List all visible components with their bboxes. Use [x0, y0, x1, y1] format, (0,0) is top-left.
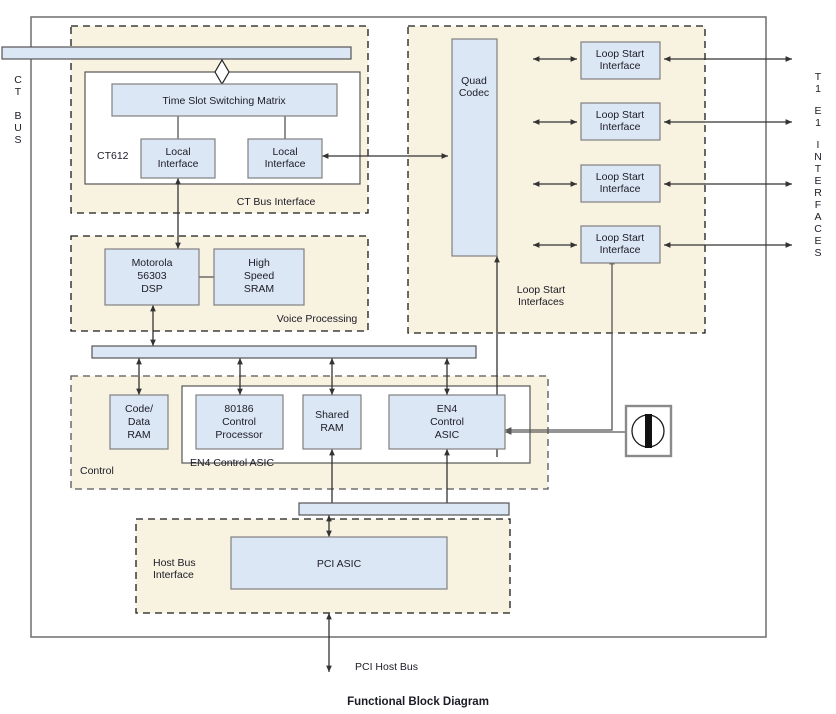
connector-jack-bar-icon [645, 414, 652, 448]
label-group-host-bus-interface-line2: Interface [153, 569, 194, 581]
label-dsp-line1: Motorola [132, 257, 173, 269]
t1e1-char-1: 1 [815, 83, 821, 95]
internal-bus-bar [91, 345, 477, 359]
t1e1-char-8: T [815, 163, 822, 175]
label-sram-line3: SRAM [244, 283, 274, 295]
label-group-voice-processing: Voice Processing [277, 313, 358, 325]
label-pci-host-bus: PCI Host Bus [355, 661, 418, 673]
label-control-processor-line2: Control [222, 416, 256, 428]
block-local-interface-right[interactable] [247, 138, 323, 179]
diagram-caption: Functional Block Diagram [347, 696, 489, 708]
label-loop-start-1-line1: Loop Start [596, 48, 645, 60]
label-loop-start-4-line1: Loop Start [596, 232, 645, 244]
t1e1-char-9: E [814, 175, 821, 187]
label-time-slot-switching-matrix: Time Slot Switching Matrix [162, 95, 286, 107]
label-local-interface-left-line1: Local [165, 146, 190, 158]
host-bus-bar [298, 502, 510, 516]
label-local-interface-right-line2: Interface [265, 158, 306, 170]
label-control-processor-line3: Processor [215, 429, 263, 441]
ct-bus-char-4: U [14, 122, 22, 134]
block-control-processor[interactable] [195, 394, 284, 450]
block-shared-ram[interactable] [302, 394, 362, 450]
label-sram-line2: Speed [244, 270, 275, 282]
block-loop-start-interface-3[interactable] [580, 164, 661, 203]
ct-bus-char-5: S [14, 134, 21, 146]
t1e1-char-0: T [815, 71, 822, 83]
ct-bus-char-3: B [14, 110, 21, 122]
label-sram-line1: High [248, 257, 270, 269]
line-loop-start-to-en4-asic [505, 258, 615, 433]
block-local-interface-left[interactable] [140, 138, 216, 179]
label-t1-e1-interfaces-vertical: T 1 E 1 I N T E R F A C E S [814, 71, 822, 259]
label-quad-codec-line1: Quad [461, 75, 487, 87]
board-outline [30, 16, 767, 638]
t1e1-char-11: F [815, 199, 821, 211]
t1e1-char-13: C [814, 223, 822, 235]
label-shared-ram-line2: RAM [320, 422, 343, 434]
t1e1-char-12: A [814, 211, 821, 223]
block-loop-start-interface-1[interactable] [580, 41, 661, 80]
block-quad-codec[interactable] [451, 38, 498, 257]
label-loop-start-2-line2: Interface [600, 121, 641, 133]
block-pci-asic[interactable] [230, 536, 448, 590]
block-code-data-ram[interactable] [109, 394, 169, 450]
label-loop-start-3-line2: Interface [600, 183, 641, 195]
block-time-slot-switching-matrix[interactable] [111, 83, 338, 117]
block-motorola-dsp[interactable] [104, 248, 200, 306]
label-quad-codec-line2: Codec [459, 87, 489, 99]
label-ct-bus-vertical: C T B U S [14, 74, 22, 146]
ct-bus-char-0: C [14, 74, 22, 86]
ct-bus-bar [1, 46, 352, 60]
label-control-processor-line1: 80186 [224, 403, 253, 415]
label-loop-start-4-line2: Interface [600, 244, 641, 256]
label-en4-asic-line3: ASIC [435, 429, 460, 441]
label-local-interface-right-line1: Local [272, 146, 297, 158]
t1e1-char-14: E [814, 235, 821, 247]
ct-bus-char-1: T [15, 86, 22, 98]
t1e1-char-3: E [814, 105, 821, 117]
label-group-loop-start-interfaces-line2: Interfaces [518, 296, 564, 308]
block-loop-start-interface-4[interactable] [580, 225, 661, 264]
t1e1-char-6: I [817, 139, 820, 151]
t1e1-char-15: S [814, 247, 821, 259]
label-en4-asic-line1: EN4 [437, 403, 458, 415]
label-dsp-line3: DSP [141, 283, 163, 295]
label-loop-start-3-line1: Loop Start [596, 171, 645, 183]
label-group-control: Control [80, 465, 114, 477]
t1e1-char-4: 1 [815, 117, 821, 129]
label-pci-asic: PCI ASIC [317, 558, 362, 570]
block-loop-start-interface-2[interactable] [580, 102, 661, 141]
label-group-loop-start-interfaces-line1: Loop Start [517, 284, 566, 296]
label-group-en4-control-asic: EN4 Control ASIC [190, 457, 274, 469]
label-dsp-line2: 56303 [137, 270, 166, 282]
t1e1-char-7: N [814, 151, 822, 163]
block-en4-control-asic[interactable] [388, 394, 506, 450]
label-code-data-ram-line2: Data [128, 416, 150, 428]
label-code-data-ram-line1: Code/ [125, 403, 153, 415]
label-shared-ram-line1: Shared [315, 409, 349, 421]
label-group-host-bus-interface-line1: Host Bus [153, 557, 196, 569]
label-loop-start-2-line1: Loop Start [596, 109, 645, 121]
label-loop-start-1-line2: Interface [600, 60, 641, 72]
block-high-speed-sram[interactable] [213, 248, 305, 306]
label-code-data-ram-line3: RAM [127, 429, 150, 441]
t1e1-char-10: R [814, 187, 822, 199]
label-group-ct-bus-interface: CT Bus Interface [237, 196, 316, 208]
label-local-interface-left-line2: Interface [158, 158, 199, 170]
label-en4-asic-line2: Control [430, 416, 464, 428]
label-ct612: CT612 [97, 150, 129, 162]
